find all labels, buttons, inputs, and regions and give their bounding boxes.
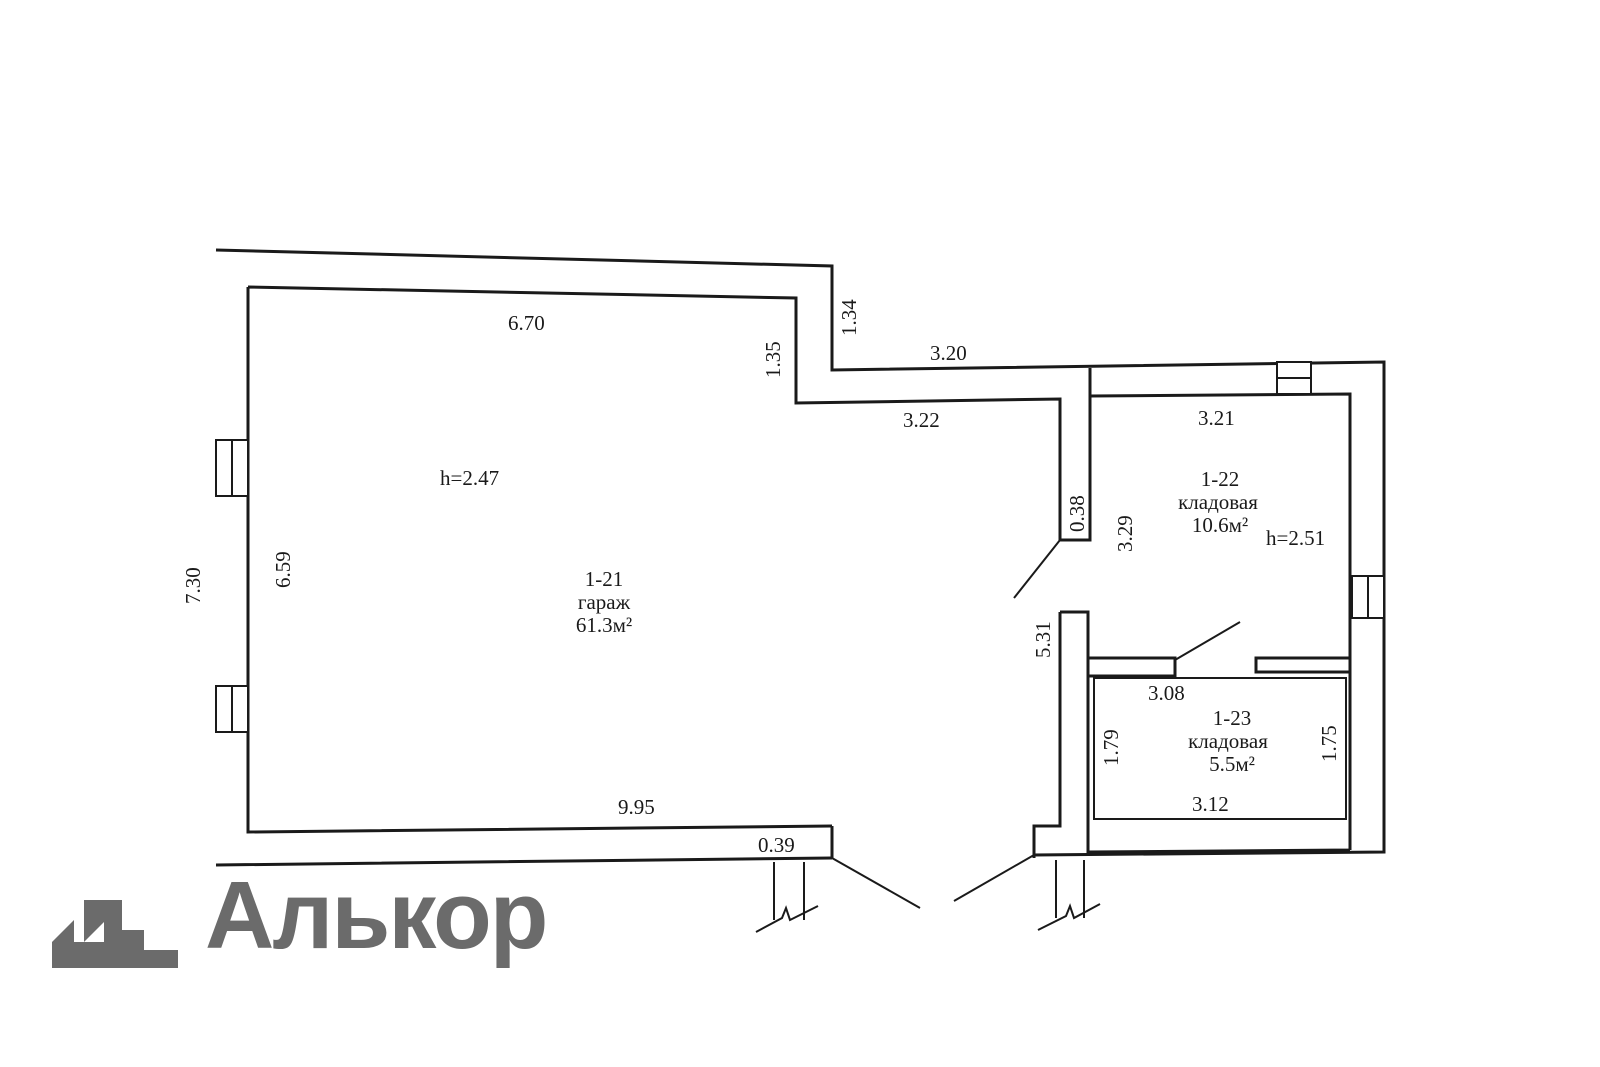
storage2-name: кладовая: [1188, 729, 1268, 753]
window-left-lower: [215, 685, 249, 733]
dim-storage2-bottom: 3.12: [1192, 792, 1229, 816]
storage2-inner-frame: [1093, 677, 1347, 820]
storage2-number: 1-23: [1213, 706, 1252, 730]
dim-storage2-right: 1.75: [1317, 725, 1341, 762]
dim-storage2-left: 1.79: [1099, 729, 1123, 766]
storage1-inner-wall: [1087, 392, 1352, 854]
break-stub-left: [755, 862, 819, 933]
door-swing-entrance-right: [953, 854, 1035, 902]
storage2-top-partition-right: [1254, 656, 1352, 674]
break-stub-right: [1037, 860, 1101, 931]
garage-area: 61.3м²: [576, 613, 632, 637]
dim-left-outer: 7.30: [181, 567, 205, 604]
dim-bottom-stub: 0.39: [758, 833, 795, 857]
partition-right: [1032, 610, 1090, 855]
dim-partition-small: 0.38: [1065, 495, 1089, 532]
dim-storage1-left: 3.29: [1113, 515, 1137, 552]
storage2-area: 5.5м²: [1209, 752, 1255, 776]
dim-bottom-inner: 9.95: [618, 795, 655, 819]
storage1-height: h=2.51: [1266, 526, 1325, 550]
dim-top-inner-mid: 3.22: [903, 408, 940, 432]
door-swing-garage: [1013, 539, 1061, 599]
garage-name: гараж: [578, 590, 631, 614]
storage1-name: кладовая: [1178, 490, 1258, 514]
window-right: [1351, 575, 1385, 619]
dim-partition-right: 5.31: [1031, 621, 1055, 658]
dim-storage1-top: 3.21: [1198, 406, 1235, 430]
dim-left-inner: 6.59: [271, 551, 295, 588]
dim-top-outer-right: 3.20: [930, 341, 967, 365]
dim-step-inner: 1.35: [761, 341, 785, 378]
logo-icon: [52, 900, 178, 968]
garage-height: h=2.47: [440, 466, 499, 490]
storage1-area: 10.6м²: [1192, 513, 1248, 537]
dim-top-outer-left: 6.70: [508, 311, 545, 335]
storage2-top-partition-left: [1088, 656, 1177, 678]
window-top-right: [1276, 361, 1312, 395]
door-swing-entrance-left: [831, 857, 921, 909]
logo-text: Алькор: [205, 862, 548, 969]
window-left-upper: [215, 439, 249, 497]
storage1-number: 1-22: [1201, 467, 1240, 491]
garage-number: 1-21: [585, 567, 624, 591]
door-swing-storage2: [1174, 621, 1241, 661]
dim-storage2-top: 3.08: [1148, 681, 1185, 705]
dim-step-outer: 1.34: [837, 299, 861, 336]
